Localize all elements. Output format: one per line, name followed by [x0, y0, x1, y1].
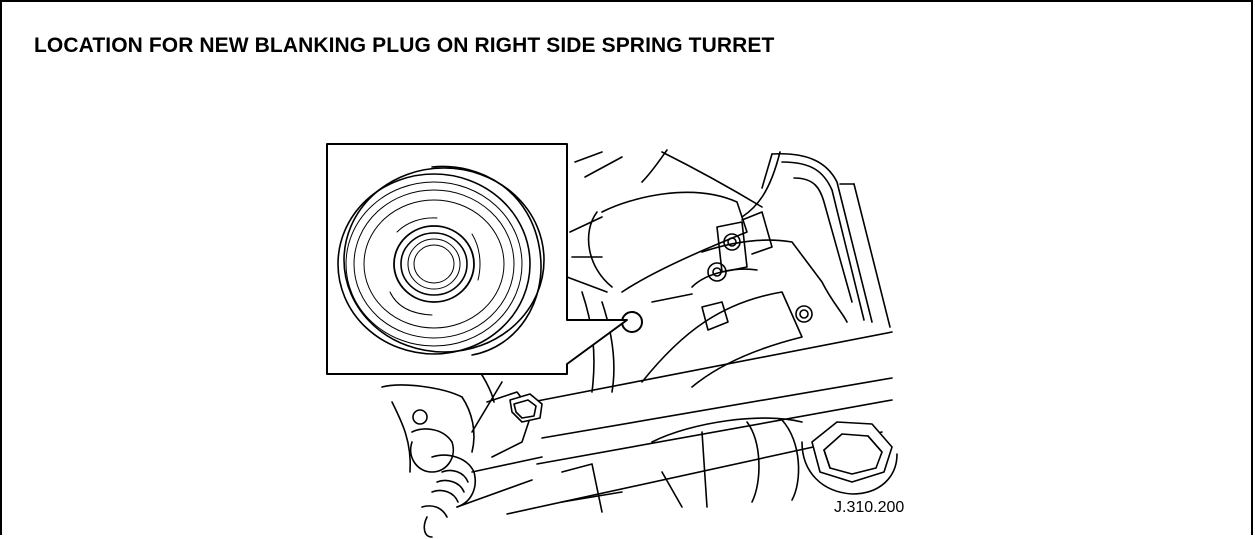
turret-frame-panel — [761, 152, 891, 328]
magnified-inset — [326, 143, 628, 375]
mounting-bracket — [581, 211, 848, 393]
figure-reference-code: J.310.200 — [834, 499, 905, 516]
page-title: LOCATION FOR NEW BLANKING PLUG ON RIGHT … — [34, 34, 775, 57]
cross-beam — [506, 331, 893, 515]
hex-nut — [801, 421, 898, 495]
ball-joint — [381, 361, 543, 538]
damper-body — [566, 149, 781, 293]
